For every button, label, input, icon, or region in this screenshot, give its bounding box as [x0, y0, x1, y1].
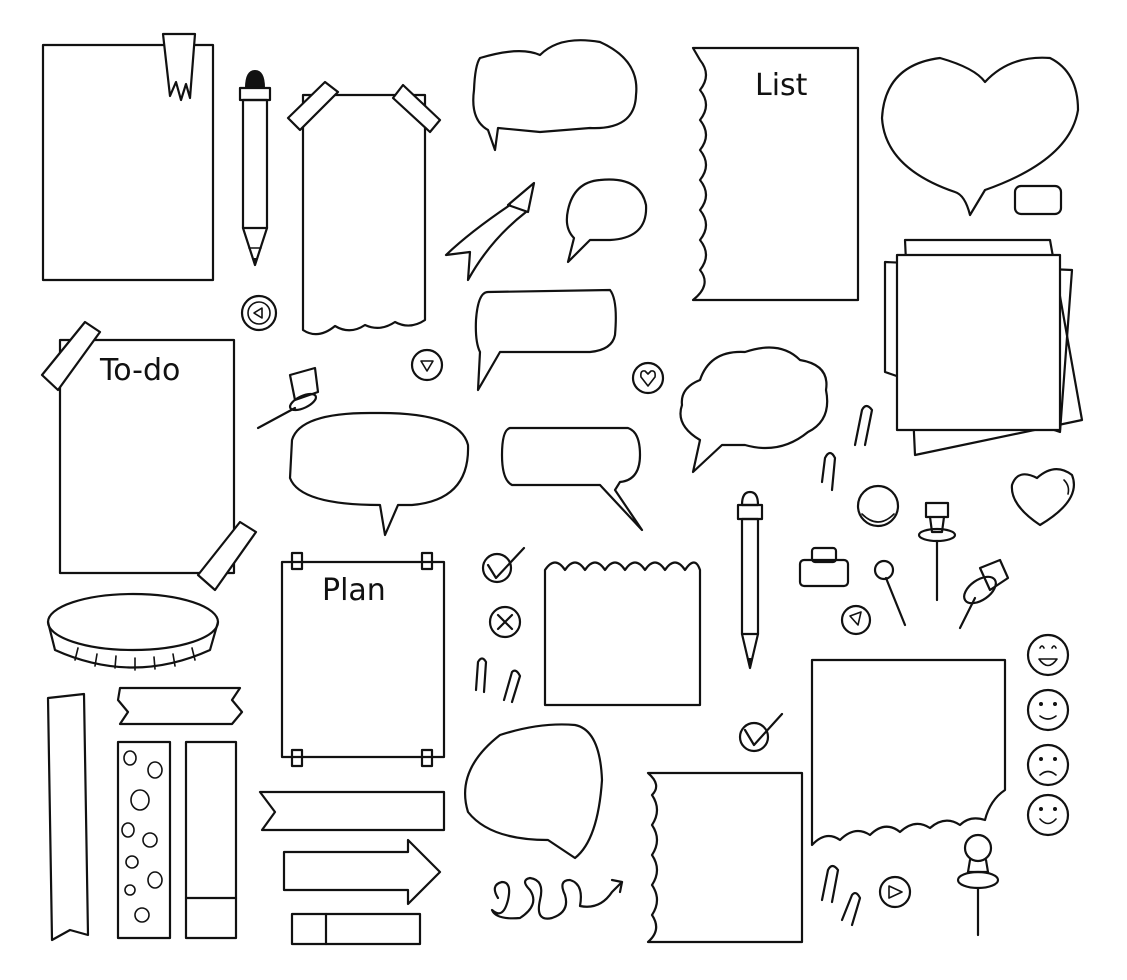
checkmark-icon-2	[738, 712, 784, 753]
sticky-tab-icon	[290, 912, 422, 946]
play-button-icon-2	[410, 348, 444, 382]
pin-needle-icon	[873, 559, 907, 627]
heart-circle-icon	[631, 361, 665, 395]
dotted-tape-icon	[116, 740, 172, 940]
pushpin-bottom-icon	[956, 833, 1000, 937]
binder-clip-icon	[798, 546, 850, 588]
note-paper-icon	[41, 32, 215, 282]
pencil-icon-2	[736, 490, 764, 670]
torn-list-paper-icon: List	[691, 46, 860, 302]
plan-note-icon: Plan	[280, 551, 446, 768]
speech-bubble-rect-icon	[474, 288, 617, 392]
eraser-icon	[1013, 184, 1063, 216]
pushpin-big-icon	[958, 558, 1010, 630]
sad-face-icon	[1026, 743, 1070, 787]
taped-note-icon	[286, 80, 442, 336]
play-button-icon-4	[878, 875, 912, 909]
cross-circle-icon	[488, 605, 522, 639]
speech-bubble-small-icon	[565, 178, 648, 264]
pushpin-tall-icon	[917, 501, 957, 602]
notebook-page-icon	[646, 771, 804, 944]
sticky-notes-stack-icon	[883, 238, 1084, 457]
torn-bottom-note-icon	[810, 658, 1007, 847]
speech-bubble-big-icon	[464, 723, 604, 860]
play-button-icon	[240, 294, 278, 332]
paper-clip-icon-3	[820, 864, 862, 927]
speech-bubble-rounded-icon	[500, 426, 644, 532]
washi-tape-icon	[46, 692, 90, 942]
ribbon-banner-icon	[258, 790, 446, 832]
plan-label: Plan	[322, 573, 386, 608]
shooting-star-icon	[444, 181, 536, 282]
speech-bubble-oval-icon	[288, 411, 470, 537]
plain-tape-icon	[184, 740, 238, 940]
todo-note-icon: To-do	[40, 320, 258, 592]
play-button-icon-3	[840, 604, 872, 636]
spiral-arrow-icon	[490, 876, 624, 920]
cloud-bubble-icon	[679, 346, 829, 474]
heart-bubble-icon	[880, 56, 1080, 217]
pencil-icon	[238, 70, 272, 267]
smiley-face-icon-2	[1026, 793, 1070, 837]
smiley-face-icon	[1026, 633, 1070, 677]
arrow-banner-icon	[282, 838, 442, 906]
washi-tape-zigzag-icon	[116, 686, 244, 726]
checkmark-icon	[481, 546, 526, 584]
coin-stack-icon	[46, 592, 220, 671]
paper-clip-icon	[820, 404, 874, 492]
speech-bubble-icon	[472, 39, 638, 152]
list-label: List	[755, 68, 808, 103]
neutral-face-icon	[1026, 688, 1070, 732]
paper-clip-icon-2	[474, 657, 522, 704]
round-button-icon	[856, 484, 900, 528]
heart-icon	[1010, 468, 1075, 527]
pushpin-icon	[256, 366, 320, 430]
torn-top-note-icon	[543, 561, 702, 707]
todo-label: To-do	[99, 353, 180, 388]
